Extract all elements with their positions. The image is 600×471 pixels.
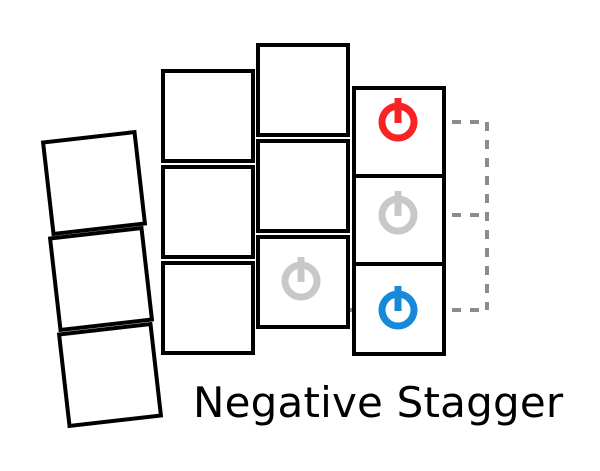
column-3 — [256, 43, 350, 329]
cards-layer — [40, 43, 446, 429]
card-1-2-frame[interactable] — [47, 225, 155, 333]
card-2-2[interactable] — [161, 165, 255, 259]
column-2 — [161, 69, 255, 355]
power-icon[interactable] — [281, 257, 321, 301]
card-4-2[interactable] — [352, 174, 446, 268]
card-3-1[interactable] — [256, 43, 350, 137]
card-1-1-frame[interactable] — [40, 129, 148, 237]
power-icon-ring — [281, 261, 321, 301]
card-1-2[interactable] — [47, 225, 155, 333]
card-2-3-frame[interactable] — [161, 261, 255, 355]
power-icon-ring — [378, 195, 418, 235]
power-icon[interactable] — [378, 286, 418, 330]
column-4 — [352, 86, 446, 356]
power-icon[interactable] — [378, 98, 418, 142]
card-2-2-frame[interactable] — [161, 165, 255, 259]
card-3-2-frame[interactable] — [256, 139, 350, 233]
power-icon-ring — [378, 290, 418, 330]
card-2-1[interactable] — [161, 69, 255, 163]
card-4-2-frame[interactable] — [352, 174, 446, 268]
card-1-3-frame[interactable] — [56, 321, 164, 429]
card-1-1[interactable] — [40, 129, 148, 237]
card-3-2[interactable] — [256, 139, 350, 233]
power-icon-ring — [378, 102, 418, 142]
power-icon[interactable] — [378, 191, 418, 235]
column-1-tilted — [40, 129, 164, 429]
page-title: Negative Stagger — [193, 378, 564, 427]
card-3-1-frame[interactable] — [256, 43, 350, 137]
card-1-3[interactable] — [56, 321, 164, 429]
card-2-1-frame[interactable] — [161, 69, 255, 163]
card-2-3[interactable] — [161, 261, 255, 355]
